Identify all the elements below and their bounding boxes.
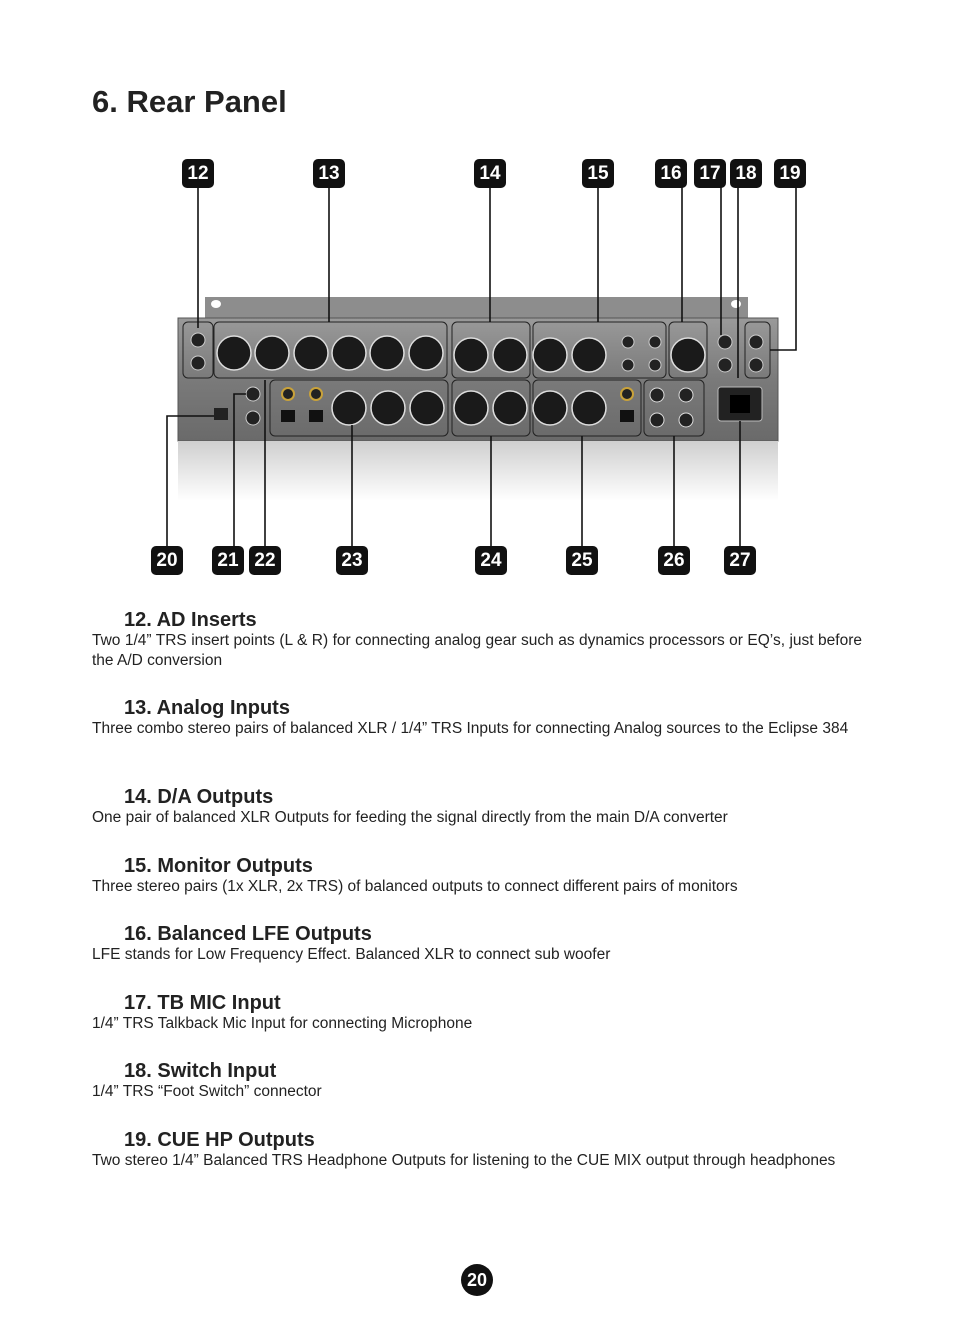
section-analog-inputs: 13. Analog Inputs Three combo stereo pai… [92,697,862,739]
page-title: 6. Rear Panel [92,84,287,119]
callout-19: 19 [774,159,806,188]
page-number: 20 [461,1264,493,1296]
section-heading: 16. Balanced LFE Outputs [124,923,372,945]
callout-20: 20 [151,546,183,575]
callout-25: 25 [566,546,598,575]
section-heading: 17. TB MIC Input [124,992,281,1014]
section-monitor-outputs: 15. Monitor Outputs Three stereo pairs (… [92,855,862,897]
callout-16: 16 [655,159,687,188]
section-heading: 18. Switch Input [124,1060,277,1082]
section-da-outputs: 14. D/A Outputs One pair of balanced XLR… [92,786,862,828]
section-body: 1/4” TRS “Foot Switch” connector [92,1083,322,1100]
section-cue-hp-outputs: 19. CUE HP Outputs Two stereo 1/4” Balan… [92,1129,862,1171]
section-body: One pair of balanced XLR Outputs for fee… [92,809,728,826]
callout-22: 22 [249,546,281,575]
callout-14: 14 [474,159,506,188]
section-tb-mic-input: 17. TB MIC Input 1/4” TRS Talkback Mic I… [92,992,862,1034]
section-body: Two 1/4” TRS insert points (L & R) for c… [92,632,862,669]
section-heading: 14. D/A Outputs [124,786,274,808]
section-body: Three stereo pairs (1x XLR, 2x TRS) of b… [92,878,738,895]
callout-24: 24 [475,546,507,575]
section-heading: 15. Monitor Outputs [124,855,313,877]
callout-17: 17 [694,159,726,188]
callout-13: 13 [313,159,345,188]
callout-26: 26 [658,546,690,575]
callout-27: 27 [724,546,756,575]
rear-panel-illustration [166,187,797,546]
section-ad-inserts: 12. AD Inserts Two 1/4” TRS insert point… [92,609,862,671]
section-body: 1/4” TRS Talkback Mic Input for connecti… [92,1015,473,1032]
section-switch-input: 18. Switch Input 1/4” TRS “Foot Switch” … [92,1060,862,1102]
section-body: LFE stands for Low Frequency Effect. Bal… [92,946,611,963]
callout-21: 21 [212,546,244,575]
section-heading: 12. AD Inserts [124,609,257,631]
section-heading: 19. CUE HP Outputs [124,1129,315,1151]
section-body: Two stereo 1/4” Balanced TRS Headphone O… [92,1152,836,1169]
callout-15: 15 [582,159,614,188]
section-lfe-outputs: 16. Balanced LFE Outputs LFE stands for … [92,923,862,965]
callout-18: 18 [730,159,762,188]
section-body: Three combo stereo pairs of balanced XLR… [92,720,849,737]
section-heading: 13. Analog Inputs [124,697,290,719]
callout-12: 12 [182,159,214,188]
rear-panel-figure: 12 13 14 15 16 17 18 19 20 21 22 23 24 2… [0,150,954,590]
callout-23: 23 [336,546,368,575]
